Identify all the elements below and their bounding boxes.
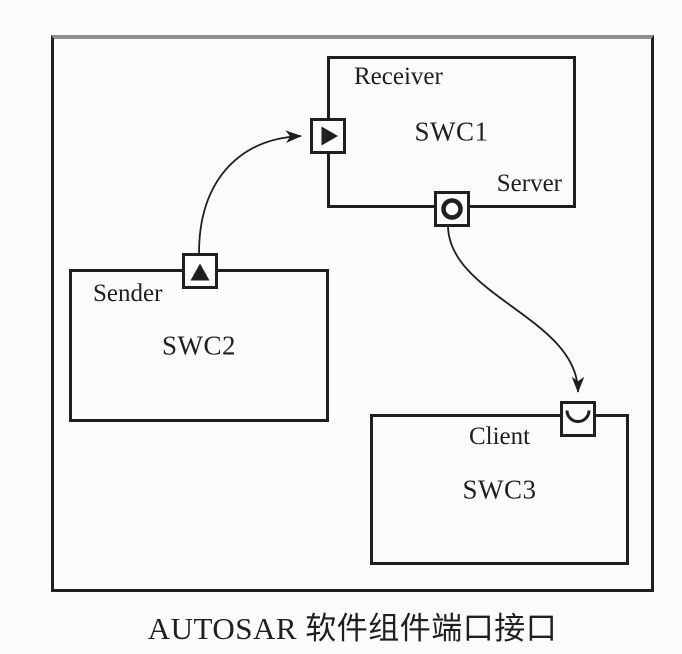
component-swc1: Receiver SWC1 Server (327, 56, 576, 208)
component-swc1-name: SWC1 (414, 116, 489, 147)
server-port-label: Server (496, 170, 562, 197)
receiver-port-label: Receiver (354, 63, 443, 90)
component-swc3: Client SWC3 (370, 414, 629, 565)
sender-port-label: Sender (93, 280, 163, 307)
component-swc2-name: SWC2 (161, 330, 237, 360)
component-swc2: Sender SWC2 (69, 269, 329, 422)
diagram-frame (51, 35, 654, 592)
client-port-label: Client (468, 423, 531, 450)
component-swc3-name: SWC3 (462, 474, 537, 504)
diagram-caption: AUTOSAR 软件组件端口接口 (147, 611, 558, 646)
